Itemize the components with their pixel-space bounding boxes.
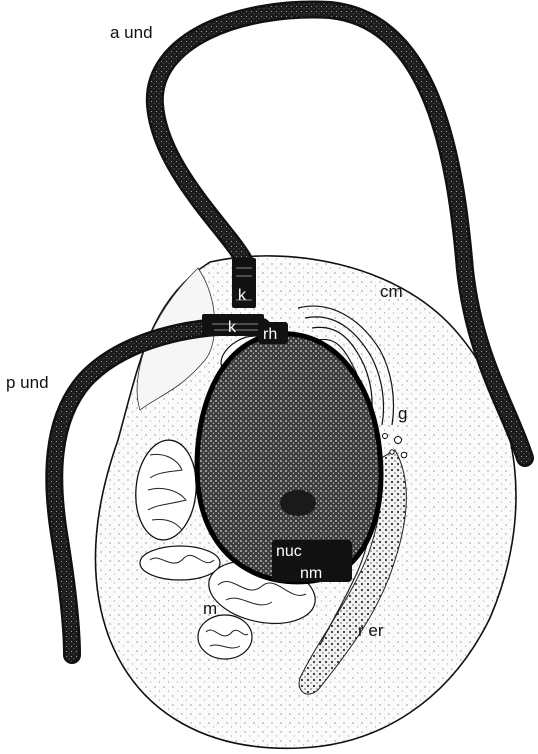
label-a-und: a und [110,23,153,42]
mitochondrion-small [198,615,252,659]
label-g: g [398,404,407,423]
label-p-und: p und [6,373,49,392]
mitochondrion-mid [140,546,220,580]
label-nm: nm [300,565,322,582]
label-r-er: r er [358,621,384,640]
label-k-upper: k [238,287,247,304]
nucleolus [280,490,316,516]
label-nuc: nuc [276,543,302,560]
label-cm: cm [380,282,403,301]
label-rh: rh [263,326,277,343]
label-m: m [203,599,217,618]
label-k-lower: k [228,319,237,336]
